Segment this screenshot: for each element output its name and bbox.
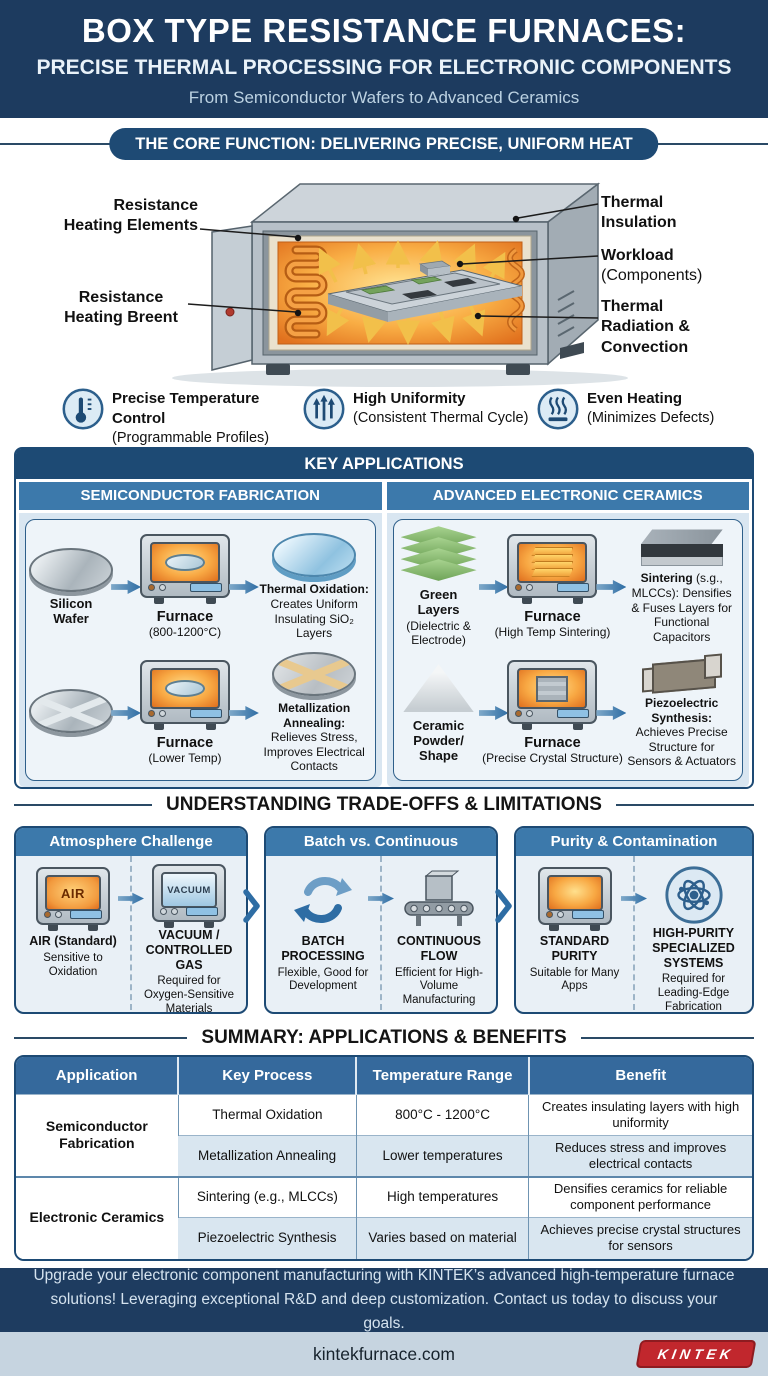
cta-band: Upgrade your electronic component manufa… <box>0 1267 768 1332</box>
arrow-right-icon <box>621 892 647 905</box>
page-tagline: From Semiconductor Wafers to Advanced Ce… <box>188 88 580 107</box>
furnace-cutaway-diagram <box>172 182 628 387</box>
summary-heading: SUMMARY: APPLICATIONS & BENEFITS <box>14 1027 754 1049</box>
mlcc-chip-graphic <box>640 529 723 567</box>
flow-row-metallization-annealing: Furnace (Lower Temp) Metallization Annea… <box>29 650 370 776</box>
table-row: Piezoelectric Synthesis Varies based on … <box>16 1217 752 1259</box>
page-title: BOX TYPE RESISTANCE FURNACES: <box>81 12 687 49</box>
atmosphere-air-option: AIR AIR (Standard) Sensitive to Oxidatio… <box>16 856 130 1010</box>
green-layers-graphic <box>400 526 477 583</box>
piezo-component-graphic <box>641 653 722 694</box>
silicon-wafer-graphic <box>29 547 114 592</box>
column-electronic-ceramics: ADVANCED ELECTRONIC CERAMICS Green Layer… <box>386 482 749 787</box>
thermometer-icon <box>62 388 104 430</box>
annealed-wafer-graphic <box>272 651 357 696</box>
panel-batch-vs-continuous: Batch vs. Continuous BATCH PROCESSING Fl… <box>264 826 498 1014</box>
chevron-right-icon <box>495 889 512 923</box>
table-header-row: Application Key Process Temperature Rang… <box>16 1057 752 1095</box>
key-applications-section: KEY APPLICATIONS SEMICONDUCTOR FABRICATI… <box>14 447 754 789</box>
furnace-graphic <box>139 660 230 731</box>
label-thermal-insulation: Thermal Insulation <box>601 194 677 232</box>
table-row: Electronic Ceramics Sintering (e.g., MLC… <box>16 1175 752 1259</box>
label-heating-breent: Resistance Heating Breent <box>64 289 178 327</box>
label-workload: Workload (Components) <box>601 247 703 285</box>
furnace-air-icon: AIR <box>36 867 110 931</box>
tradeoffs-heading: UNDERSTANDING TRADE-OFFS & LIMITATIONS <box>14 794 754 816</box>
arrow-right-icon <box>478 579 509 595</box>
continuous-option: CONTINUOUS FLOW Efficient for High-Volum… <box>380 856 496 1010</box>
cycle-arrows-icon <box>294 877 352 923</box>
arrow-right-icon <box>596 579 627 595</box>
column-semiconductor-fabrication: SEMICONDUCTOR FABRICATION Silicon Wafer <box>19 482 382 787</box>
standard-purity-option: STANDARD PURITY Suitable for Many Apps <box>516 856 633 1010</box>
col-benefit: Benefit <box>527 1057 752 1095</box>
col-key-process: Key Process <box>177 1057 357 1095</box>
arrow-right-icon <box>368 892 394 905</box>
col-application: Application <box>16 1057 179 1095</box>
arrow-right-icon <box>111 579 142 595</box>
kintek-logo: KINTEK <box>635 1340 757 1368</box>
arrow-right-icon <box>478 705 509 721</box>
high-purity-option: HIGH-PURITY SPECIALIZED SYSTEMS Required… <box>633 856 752 1012</box>
uniformity-arrows-icon <box>303 388 345 430</box>
header-band: BOX TYPE RESISTANCE FURNACES: PRECISE TH… <box>0 0 768 118</box>
chevron-right-icon <box>243 889 260 923</box>
arrow-right-icon <box>118 892 144 905</box>
heat-waves-icon <box>537 388 579 430</box>
patterned-wafer-graphic <box>29 688 114 733</box>
table-row: Metallization Annealing Lower temperatur… <box>16 1135 752 1177</box>
column-title: ADVANCED ELECTRONIC CERAMICS <box>386 482 749 510</box>
furnace-graphic <box>139 534 230 605</box>
core-function-banner: THE CORE FUNCTION: DELIVERING PRECISE, U… <box>109 128 659 160</box>
column-title: SEMICONDUCTOR FABRICATION <box>19 482 382 510</box>
flow-row-sintering: Green Layers (Dielectric & Electrode) Fu… <box>399 524 738 650</box>
application-cell: Semiconductor Fabrication <box>16 1094 179 1177</box>
application-cell: Electronic Ceramics <box>16 1175 179 1259</box>
conveyor-icon <box>404 870 474 926</box>
ceramic-powder-graphic <box>403 664 474 713</box>
oxidized-wafer-graphic <box>272 533 357 578</box>
feature-even-heating: Even Heating (Minimizes Defects) <box>587 390 715 426</box>
col-temperature-range: Temperature Range <box>355 1057 529 1095</box>
label-heating-elements: Resistance Heating Elements <box>63 197 198 235</box>
cta-text: Upgrade your electronic component manufa… <box>33 1266 735 1333</box>
furnace-graphic <box>507 660 598 731</box>
page-subtitle: PRECISE THERMAL PROCESSING FOR ELECTRONI… <box>36 56 732 79</box>
arrow-right-icon <box>228 705 259 721</box>
table-row: Semiconductor Fabrication Thermal Oxidat… <box>16 1094 752 1177</box>
arrow-right-icon <box>596 705 627 721</box>
panel-purity-contamination: Purity & Contamination STANDARD PURITY S… <box>514 826 754 1014</box>
atmosphere-vacuum-option: VACUUM VACUUM / CONTROLLED GAS Required … <box>130 856 246 1012</box>
website-link[interactable]: kintekfurnace.com <box>312 1344 455 1364</box>
summary-table: Application Key Process Temperature Rang… <box>14 1055 754 1261</box>
furnace-vacuum-icon: VACUUM <box>152 864 226 928</box>
atom-icon <box>664 866 723 924</box>
furnace-graphic <box>507 534 598 605</box>
panel-atmosphere-challenge: Atmosphere Challenge AIR AIR (Standard) … <box>14 826 248 1014</box>
arrow-right-icon <box>228 579 259 595</box>
key-applications-title: KEY APPLICATIONS <box>16 449 752 479</box>
furnace-glow-icon <box>537 867 612 931</box>
flow-row-piezoelectric: Ceramic Powder/ Shape Furnace (Precise C… <box>399 650 738 776</box>
feature-temp-control: Precise Temperature Control (Programmabl… <box>112 390 270 446</box>
label-thermal-radiation: Thermal Radiation & Convection <box>601 298 690 356</box>
batch-option: BATCH PROCESSING Flexible, Good for Deve… <box>266 856 380 1010</box>
flow-row-thermal-oxidation: Silicon Wafer Furnace (800-1200°C) <box>29 524 370 650</box>
feature-high-uniformity: High Uniformity (Consistent Thermal Cycl… <box>353 390 529 426</box>
arrow-right-icon <box>111 705 142 721</box>
